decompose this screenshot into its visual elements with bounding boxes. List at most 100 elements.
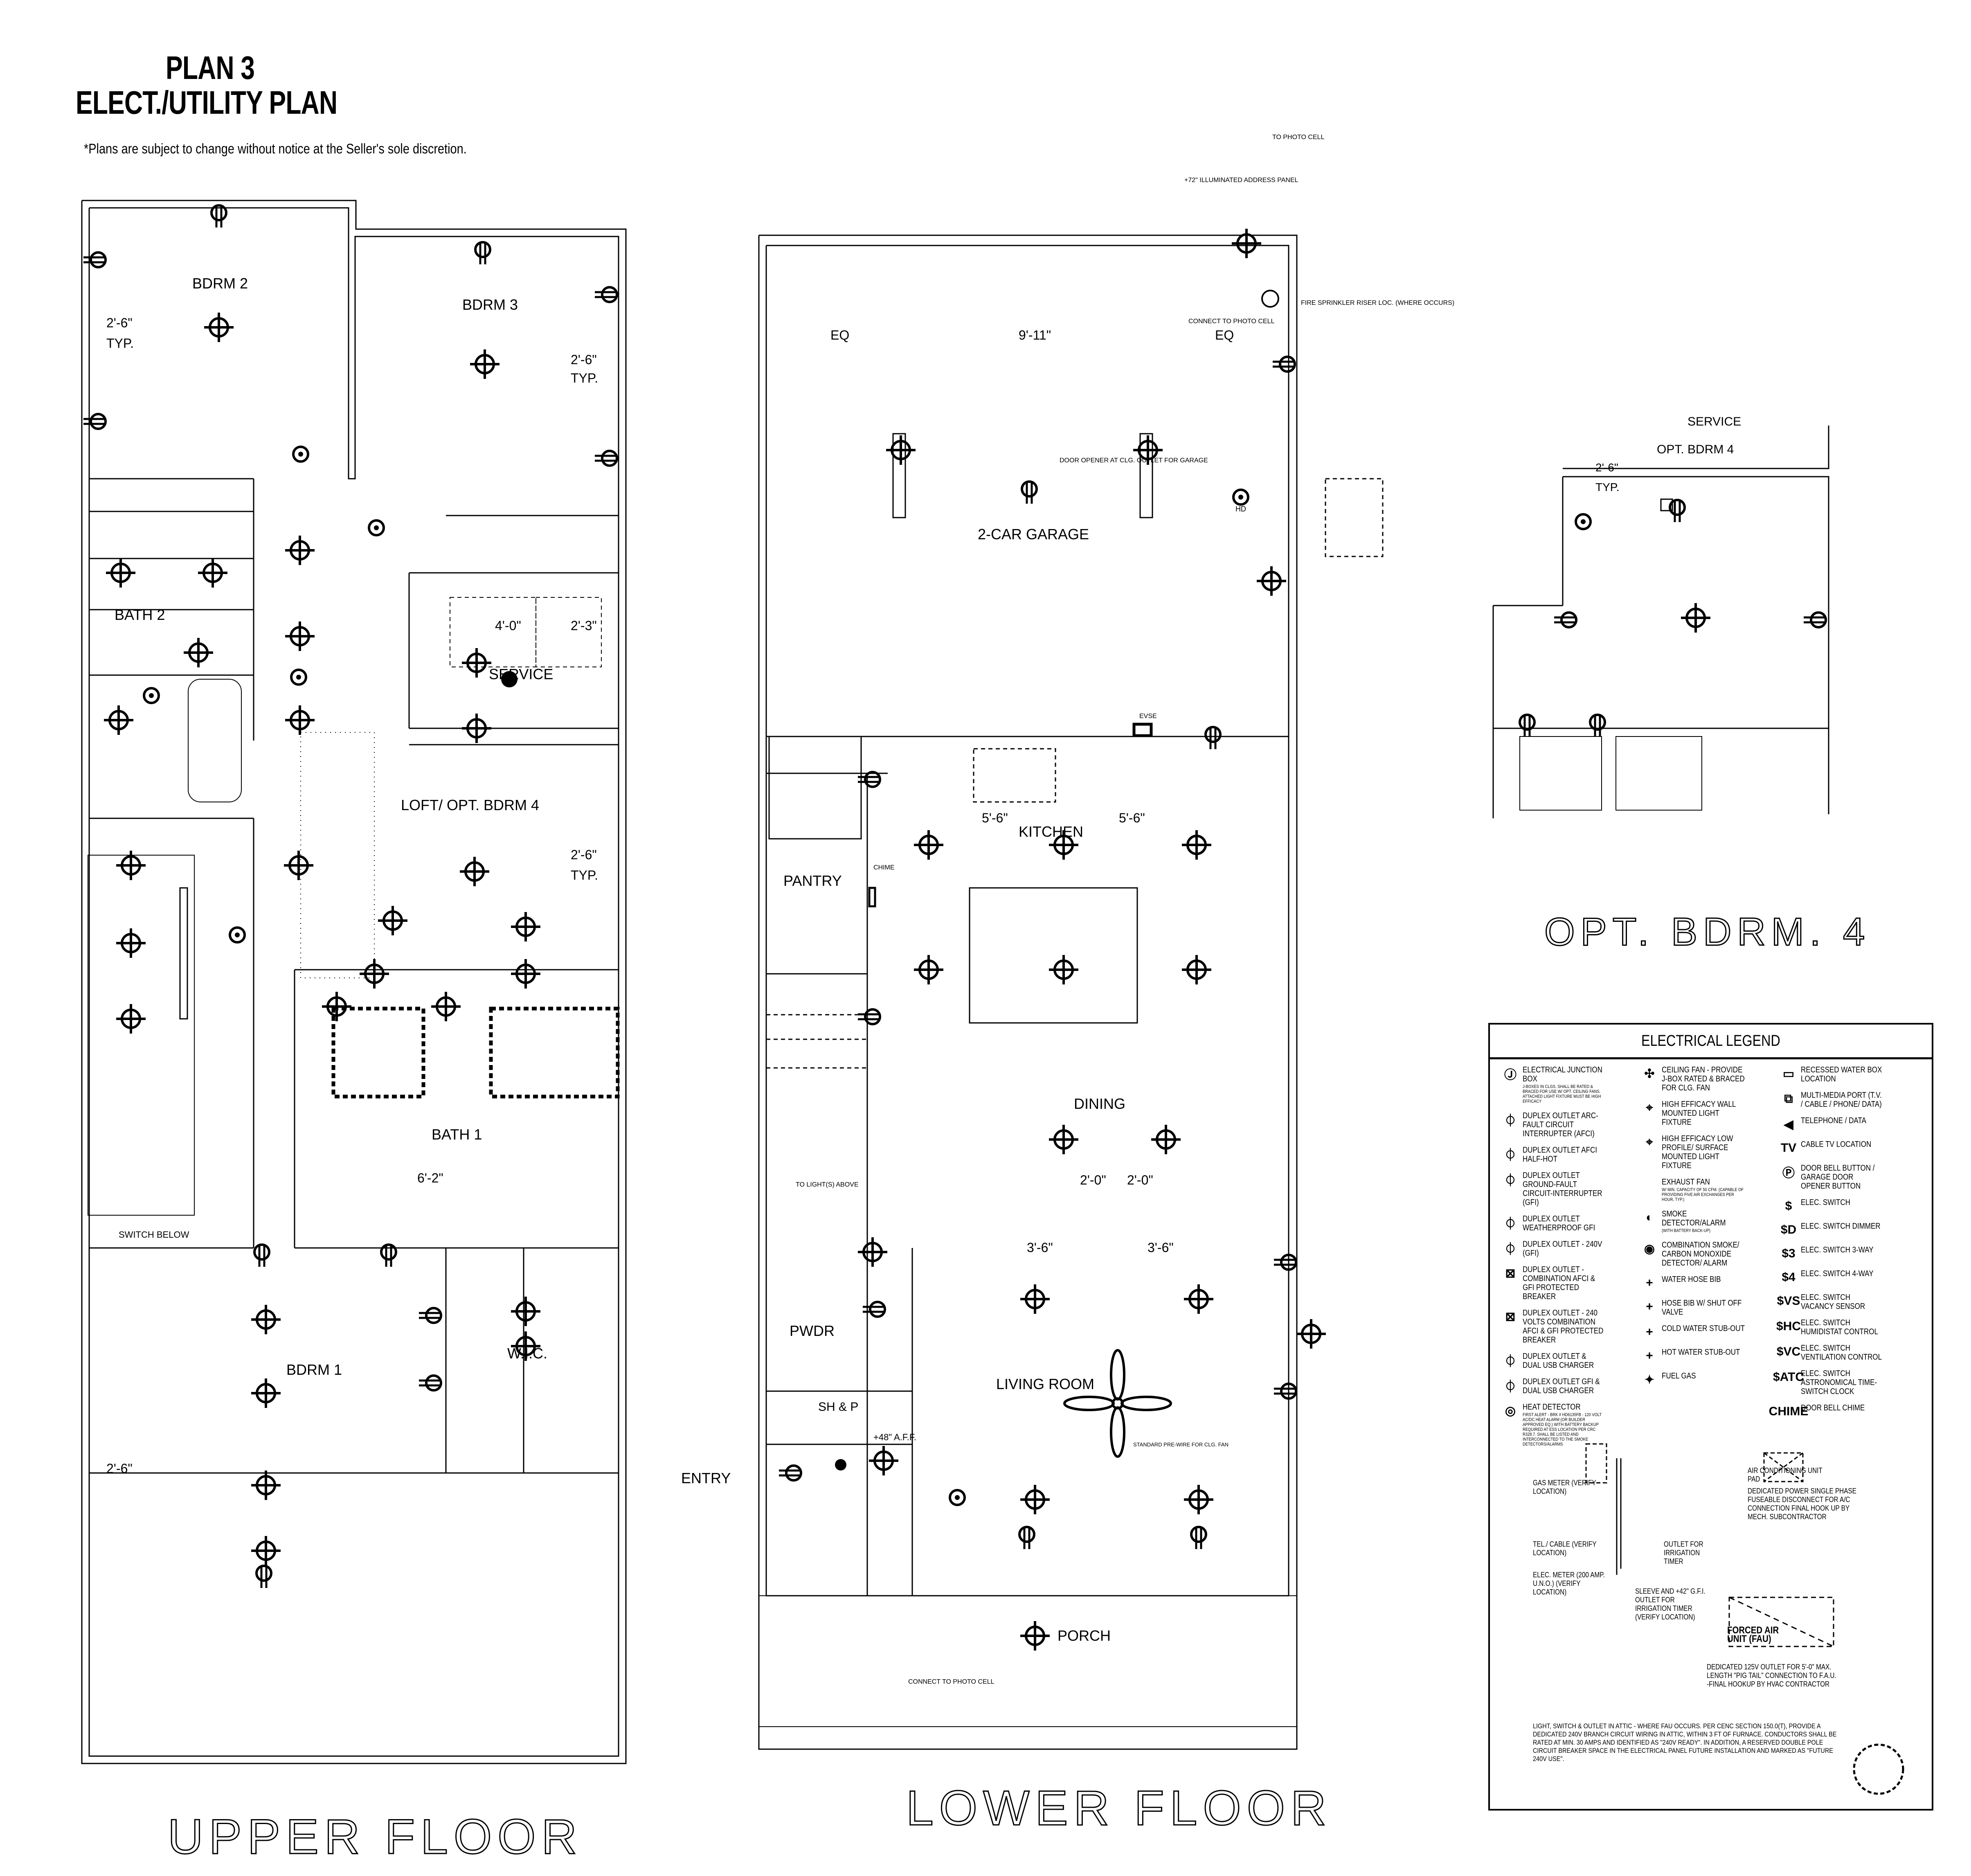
legend-item-label: SMOKE DETECTOR/ALARM bbox=[1662, 1209, 1726, 1227]
led-light-icon bbox=[285, 622, 315, 651]
room-label-dining: DINING bbox=[1074, 1095, 1125, 1112]
outlet-240v-icon: ⏀ bbox=[1504, 1243, 1516, 1256]
legend-item: ⏀ DUPLEX OUTLET AFCI HALF-HOT bbox=[1498, 1146, 1633, 1164]
led-light-icon bbox=[116, 928, 146, 958]
led-light-icon bbox=[360, 959, 389, 989]
dimension-label: 2'-0" bbox=[1080, 1173, 1106, 1187]
legend-item-note: J-BOXES IN CLGS. SHALL BE RATED & BRACED… bbox=[1523, 1084, 1601, 1104]
note-sleeve: SLEEVE AND +42" G.F.I. OUTLET FOR IRRIGA… bbox=[1635, 1587, 1706, 1621]
outlet-icon bbox=[1804, 613, 1826, 627]
legend-item: ◐SMOKE DETECTOR/ALARM(WITH BATTERY BACK-… bbox=[1637, 1209, 1772, 1233]
co-detector-icon: ◉ bbox=[1644, 1242, 1655, 1256]
led-light-icon: ⌖ bbox=[1646, 1135, 1653, 1149]
opt-bdrm4-title: OPT. BDRM. 4 bbox=[1544, 910, 1870, 954]
legend-item-label: MULTI-MEDIA PORT (T.V. / CABLE / PHONE/ … bbox=[1801, 1091, 1882, 1109]
fire-sprinkler-riser-icon bbox=[1261, 290, 1279, 308]
legend-item: ⊠DUPLEX OUTLET - 240 VOLTS COMBINATION A… bbox=[1498, 1308, 1633, 1345]
legend-item-label: ELECTRICAL JUNCTION BOX bbox=[1523, 1065, 1602, 1083]
outlet-wp-gfi-icon: ⏀ bbox=[1504, 1217, 1516, 1231]
legend-item: ⌖HIGH EFFICACY WALL MOUNTED LIGHT FIXTUR… bbox=[1637, 1100, 1772, 1127]
cable-tv-icon: TV bbox=[1780, 1141, 1797, 1155]
hose-bib-sov-icon: + bbox=[1646, 1300, 1653, 1313]
outlet-icon bbox=[1590, 715, 1605, 737]
led-light-icon bbox=[184, 638, 213, 667]
note-to-lights-above: TO LIGHT(S) ABOVE bbox=[796, 1181, 859, 1188]
room-label-garage: 2-CAR GARAGE bbox=[978, 526, 1089, 543]
outlet-icon bbox=[83, 252, 106, 267]
legend-item: +WATER HOSE BIB bbox=[1637, 1275, 1772, 1291]
multimedia-port-icon: ⧉ bbox=[1784, 1092, 1793, 1106]
outlet-icon bbox=[1273, 357, 1295, 372]
outlet-icon bbox=[83, 414, 106, 429]
led-light-icon bbox=[869, 1446, 898, 1475]
note-to-photo-cell: TO PHOTO CELL bbox=[1272, 134, 1325, 141]
dimension-label: TYP. bbox=[571, 868, 598, 883]
co-detector-icon bbox=[950, 1490, 965, 1505]
note-address-panel: +72" ILLUMINATED ADDRESS PANEL bbox=[1184, 177, 1298, 184]
plan-type-title: ELECT./UTILITY PLAN bbox=[76, 84, 338, 121]
legend-item-label: CEILING FAN - PROVIDE J-BOX RATED & BRAC… bbox=[1662, 1065, 1745, 1092]
legend-item-label: HOSE BIB W/ SHUT OFF VALVE bbox=[1662, 1299, 1742, 1317]
led-light-icon bbox=[285, 536, 315, 565]
smoke-alarm-icon bbox=[144, 688, 159, 703]
ceiling-fan-icon bbox=[1063, 1349, 1172, 1458]
outlet-icon bbox=[212, 205, 226, 227]
legend-item-label: DUPLEX OUTLET GFI & DUAL USB CHARGER bbox=[1523, 1377, 1600, 1395]
upper-floor-fixtures bbox=[83, 205, 617, 1588]
note-connect-photo-cell: CONNECT TO PHOTO CELL bbox=[1188, 318, 1275, 325]
smoke-alarm-icon bbox=[230, 928, 245, 942]
dimension-label: 4'-0" bbox=[495, 618, 521, 633]
legend-detail-drawings bbox=[1585, 1443, 1904, 1795]
opt-bdrm4-plan bbox=[1492, 426, 1829, 818]
opt-dimension-typ: TYP. bbox=[1595, 481, 1620, 493]
room-label-bdrm1: BDRM 1 bbox=[286, 1361, 342, 1378]
led-light-icon bbox=[322, 992, 351, 1021]
led-light-icon bbox=[284, 851, 313, 880]
dimension-label: TYP. bbox=[106, 336, 134, 351]
cable-tv-icon bbox=[1660, 498, 1673, 511]
legend-item-label: DUPLEX OUTLET AFCI HALF-HOT bbox=[1523, 1146, 1598, 1164]
legend-item-label: DUPLEX OUTLET - COMBINATION AFCI & GFI P… bbox=[1523, 1265, 1595, 1301]
note-tel-cable: TEL./ CABLE (VERIFY LOCATION) bbox=[1533, 1540, 1597, 1557]
led-light-icon bbox=[106, 558, 135, 588]
legend-item: +COLD WATER STUB-OUT bbox=[1637, 1324, 1772, 1340]
room-label-pwdr: PWDR bbox=[790, 1322, 835, 1339]
outlet-half-hot-icon: ⏀ bbox=[1504, 1149, 1516, 1162]
service-panel-icon bbox=[501, 671, 518, 687]
legend-item-label: ELEC. SWITCH ASTRONOMICAL TIME-SWITCH CL… bbox=[1801, 1369, 1877, 1396]
legend-title: ELECTRICAL LEGEND bbox=[1490, 1025, 1932, 1059]
legend-item: ⏀DUPLEX OUTLET - 240V (GFI) bbox=[1498, 1240, 1633, 1258]
note-gas-meter: GAS METER (VERIFY LOCATION) bbox=[1533, 1479, 1596, 1495]
smoke-alarm-icon bbox=[1576, 514, 1591, 529]
led-light-icon bbox=[462, 648, 491, 678]
led-light-icon bbox=[511, 912, 540, 941]
switch-vacancy-icon: $VS bbox=[1777, 1294, 1800, 1308]
dimension-label: TYP. bbox=[571, 371, 598, 385]
dimension-label: 9'-11" bbox=[1019, 328, 1051, 342]
wall-light-icon bbox=[1257, 566, 1286, 596]
note-aff: +48" A.F.F. bbox=[873, 1432, 916, 1442]
switch-humidistat-icon: $HC bbox=[1776, 1320, 1801, 1333]
legend-item: ⧉ MULTI-MEDIA PORT (T.V. / CABLE / PHONE/… bbox=[1776, 1091, 1924, 1109]
wall-light-icon: ⌖ bbox=[1646, 1101, 1653, 1115]
legend-item: ⏀DUPLEX OUTLET GFI & DUAL USB CHARGER bbox=[1498, 1377, 1633, 1395]
fau-label: FORCED AIR UNIT (FAU) bbox=[1727, 1625, 1779, 1644]
switch-ventilation-icon: $VC bbox=[1776, 1345, 1801, 1358]
heat-detector-label: HD bbox=[1235, 505, 1246, 513]
outlet-icon bbox=[779, 1466, 801, 1480]
led-light-icon bbox=[1049, 955, 1078, 984]
led-light-icon bbox=[1184, 1485, 1213, 1514]
upper-floor-plan bbox=[81, 200, 627, 1764]
led-light-icon bbox=[104, 705, 133, 735]
legend-item: ◉COMBINATION SMOKE/ CARBON MONOXIDE DETE… bbox=[1637, 1241, 1772, 1268]
